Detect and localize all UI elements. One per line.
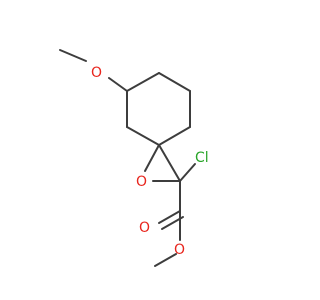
ring-bond-4 xyxy=(158,126,191,146)
ester-oxygen-label: O xyxy=(174,242,185,258)
epoxide-c-c-bond xyxy=(158,144,181,182)
carbonyl-double-bond-a xyxy=(158,210,181,224)
epoxide-c-o-bond-1 xyxy=(144,144,160,172)
bond-methyl-o xyxy=(59,49,87,62)
bond-ester-o-methyl xyxy=(154,253,177,267)
structure-canvas: O O Cl O O xyxy=(59,49,209,267)
ring-bond-5 xyxy=(126,126,160,146)
molecule-drawing: O O Cl O O xyxy=(59,49,209,267)
methoxy-oxygen-label: O xyxy=(91,65,102,81)
bond-c-cl xyxy=(179,163,196,182)
ring-bond-1 xyxy=(126,72,160,92)
epoxide-oxygen-label: O xyxy=(136,174,147,190)
chlorine-label: Cl xyxy=(195,150,209,166)
carbonyl-oxygen-label: O xyxy=(139,220,150,236)
bond-o-ring xyxy=(108,77,128,92)
ring-bond-2 xyxy=(158,72,191,92)
